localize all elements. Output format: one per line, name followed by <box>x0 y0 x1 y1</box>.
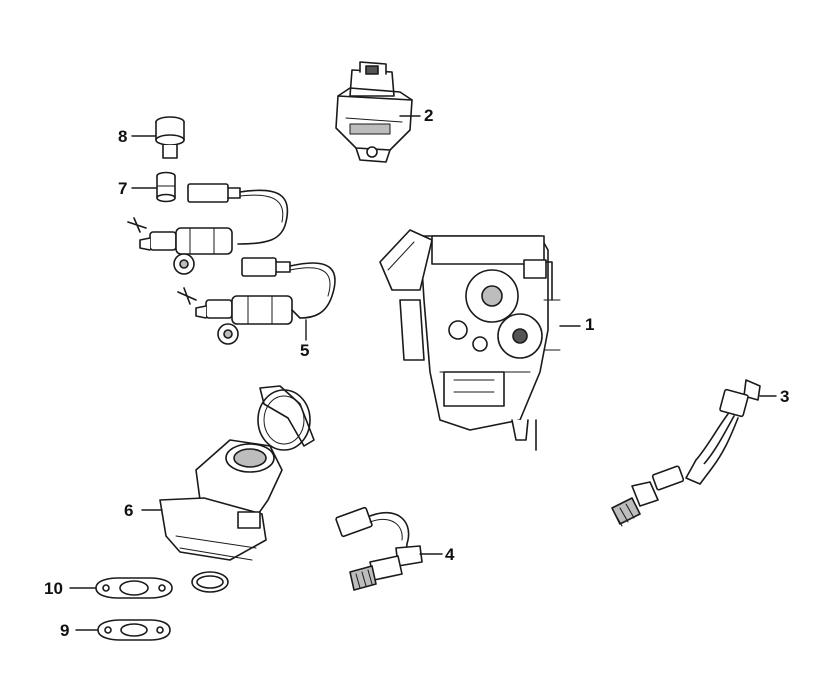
callout-1: 1 <box>585 315 595 334</box>
callout-8: 8 <box>118 127 128 146</box>
fuel-cap-part <box>155 116 185 159</box>
callout-10: 10 <box>44 579 63 598</box>
gasket-small <box>97 619 171 641</box>
sleeve-part <box>156 171 176 203</box>
intake-manifold <box>159 385 315 561</box>
callout-7: 7 <box>118 179 128 198</box>
gasket-large <box>95 571 229 599</box>
carburetor-body <box>379 229 561 451</box>
callout-6: 6 <box>124 501 134 520</box>
callout-9: 9 <box>60 621 70 640</box>
sensor-with-pigtail <box>611 379 761 527</box>
oxygen-sensor <box>335 506 423 591</box>
relay-module <box>335 61 413 163</box>
callout-2: 2 <box>424 106 434 125</box>
callout-5: 5 <box>300 341 310 360</box>
callout-3: 3 <box>780 387 790 406</box>
callout-4: 4 <box>445 545 455 564</box>
injector-assembly <box>127 183 336 345</box>
leader-lines <box>69 115 777 631</box>
